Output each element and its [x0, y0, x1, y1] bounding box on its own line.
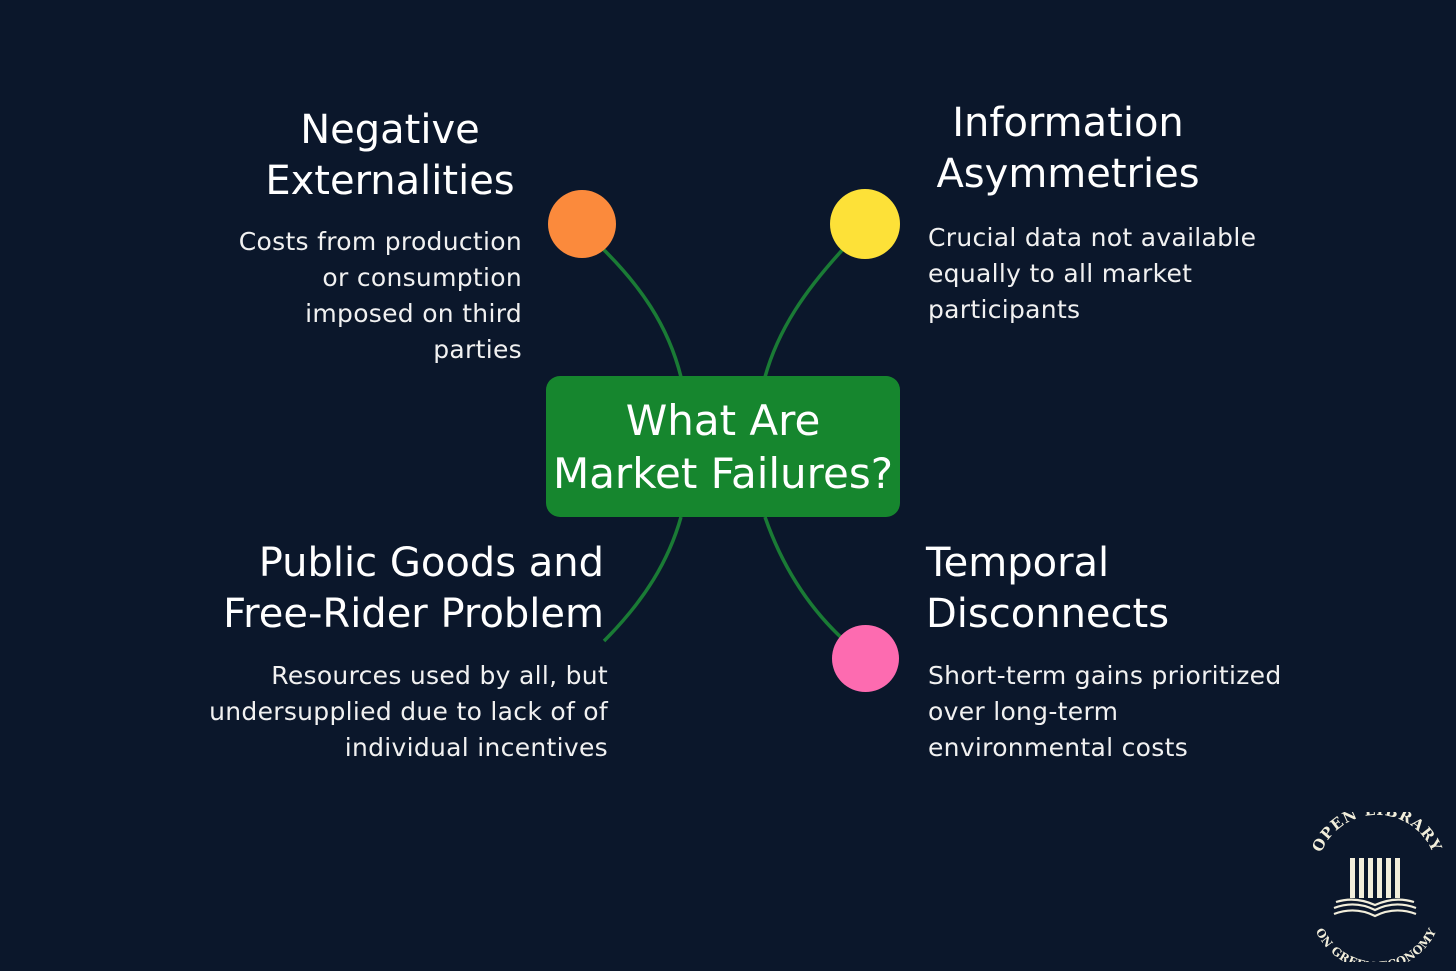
svg-text:OPEN LIBRARY: OPEN LIBRARY: [1308, 812, 1445, 855]
node-negative-externalities: [548, 190, 616, 258]
temporal-disconnects-description: Short-term gains prioritized over long-t…: [928, 661, 1282, 762]
svg-text:ON GREEN ECONOMY: ON GREEN ECONOMY: [1313, 925, 1439, 962]
public-goods-title: Public Goods and Free-Rider Problem: [223, 540, 604, 637]
information-asymmetries-title: Information Asymmetries: [936, 100, 1200, 197]
public-goods-description: Resources used by all, but undersupplied…: [209, 661, 608, 762]
open-book-icon: [1333, 898, 1417, 918]
library-building-icon: [1350, 858, 1400, 898]
negative-externalities-title: Negative Externalities: [265, 107, 515, 204]
center-topic-box: What Are Market Failures?: [546, 376, 900, 517]
connector-public-goods: [602, 516, 683, 643]
open-library-green-economy-logo: OPEN LIBRARY ON GREEN ECONOMY: [1308, 812, 1445, 962]
center-title-line-2: Market Failures?: [552, 448, 894, 498]
connector-negative-externalities: [598, 244, 683, 378]
connector-temporal-disconnects: [763, 516, 848, 644]
temporal-disconnects-title: Temporal Disconnects: [926, 540, 1170, 637]
node-information-asymmetries: [830, 189, 900, 259]
connector-information-asymmetries: [763, 244, 848, 378]
node-temporal-disconnects: [832, 625, 899, 692]
negative-externalities-description: Costs from production or consumption imp…: [238, 227, 522, 364]
center-title-line-1: What Are: [625, 395, 821, 445]
information-asymmetries-description: Crucial data not available equally to al…: [928, 223, 1257, 324]
